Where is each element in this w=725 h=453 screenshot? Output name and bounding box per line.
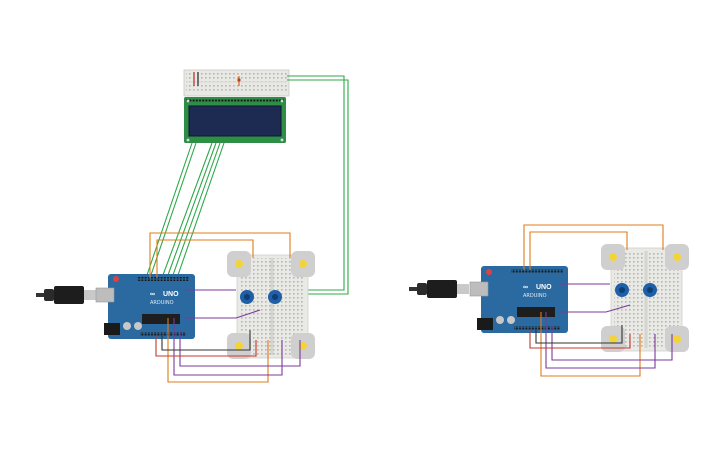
uno-label: UNO [163, 291, 179, 298]
uno-label: UNO [536, 284, 552, 291]
svg-text:ARDUINO: ARDUINO [523, 293, 547, 299]
right-circuit: ∞ UNO ARDUINO [409, 224, 689, 377]
uno-logo: ∞ [150, 291, 155, 298]
lcd-mini-breadboard[interactable] [183, 69, 290, 97]
left-signal-wires[interactable] [149, 232, 301, 383]
lcd-display[interactable] [184, 97, 286, 143]
usb-cable[interactable] [36, 286, 96, 304]
arduino-uno[interactable]: ∞ UNO ARDUINO [95, 274, 195, 339]
right-signal-wires[interactable] [523, 224, 673, 377]
svg-text:ARDUINO: ARDUINO [150, 300, 174, 306]
dc-motor-bottom-right[interactable] [291, 333, 315, 359]
dc-motor-bottom-left[interactable] [601, 326, 625, 352]
left-circuit: ∞ UNO ARDUINO [36, 69, 349, 383]
potentiometer-2[interactable] [240, 290, 254, 304]
dc-motor-top-left[interactable] [227, 251, 251, 277]
potentiometer-1[interactable] [615, 283, 629, 297]
dc-motor-bottom-right[interactable] [665, 326, 689, 352]
potentiometer-1[interactable] [268, 290, 282, 304]
uno-logo: ∞ [523, 284, 528, 291]
lcd-wires[interactable] [146, 75, 349, 295]
dc-motor-top-left[interactable] [601, 244, 625, 270]
dc-motor-top-right[interactable] [665, 244, 689, 270]
potentiometer-2[interactable] [643, 283, 657, 297]
dc-motor-bottom-left[interactable] [227, 333, 251, 359]
usb-cable[interactable] [409, 280, 469, 298]
arduino-uno[interactable]: ∞ UNO ARDUINO [469, 266, 568, 333]
dc-motor-top-right[interactable] [291, 251, 315, 277]
